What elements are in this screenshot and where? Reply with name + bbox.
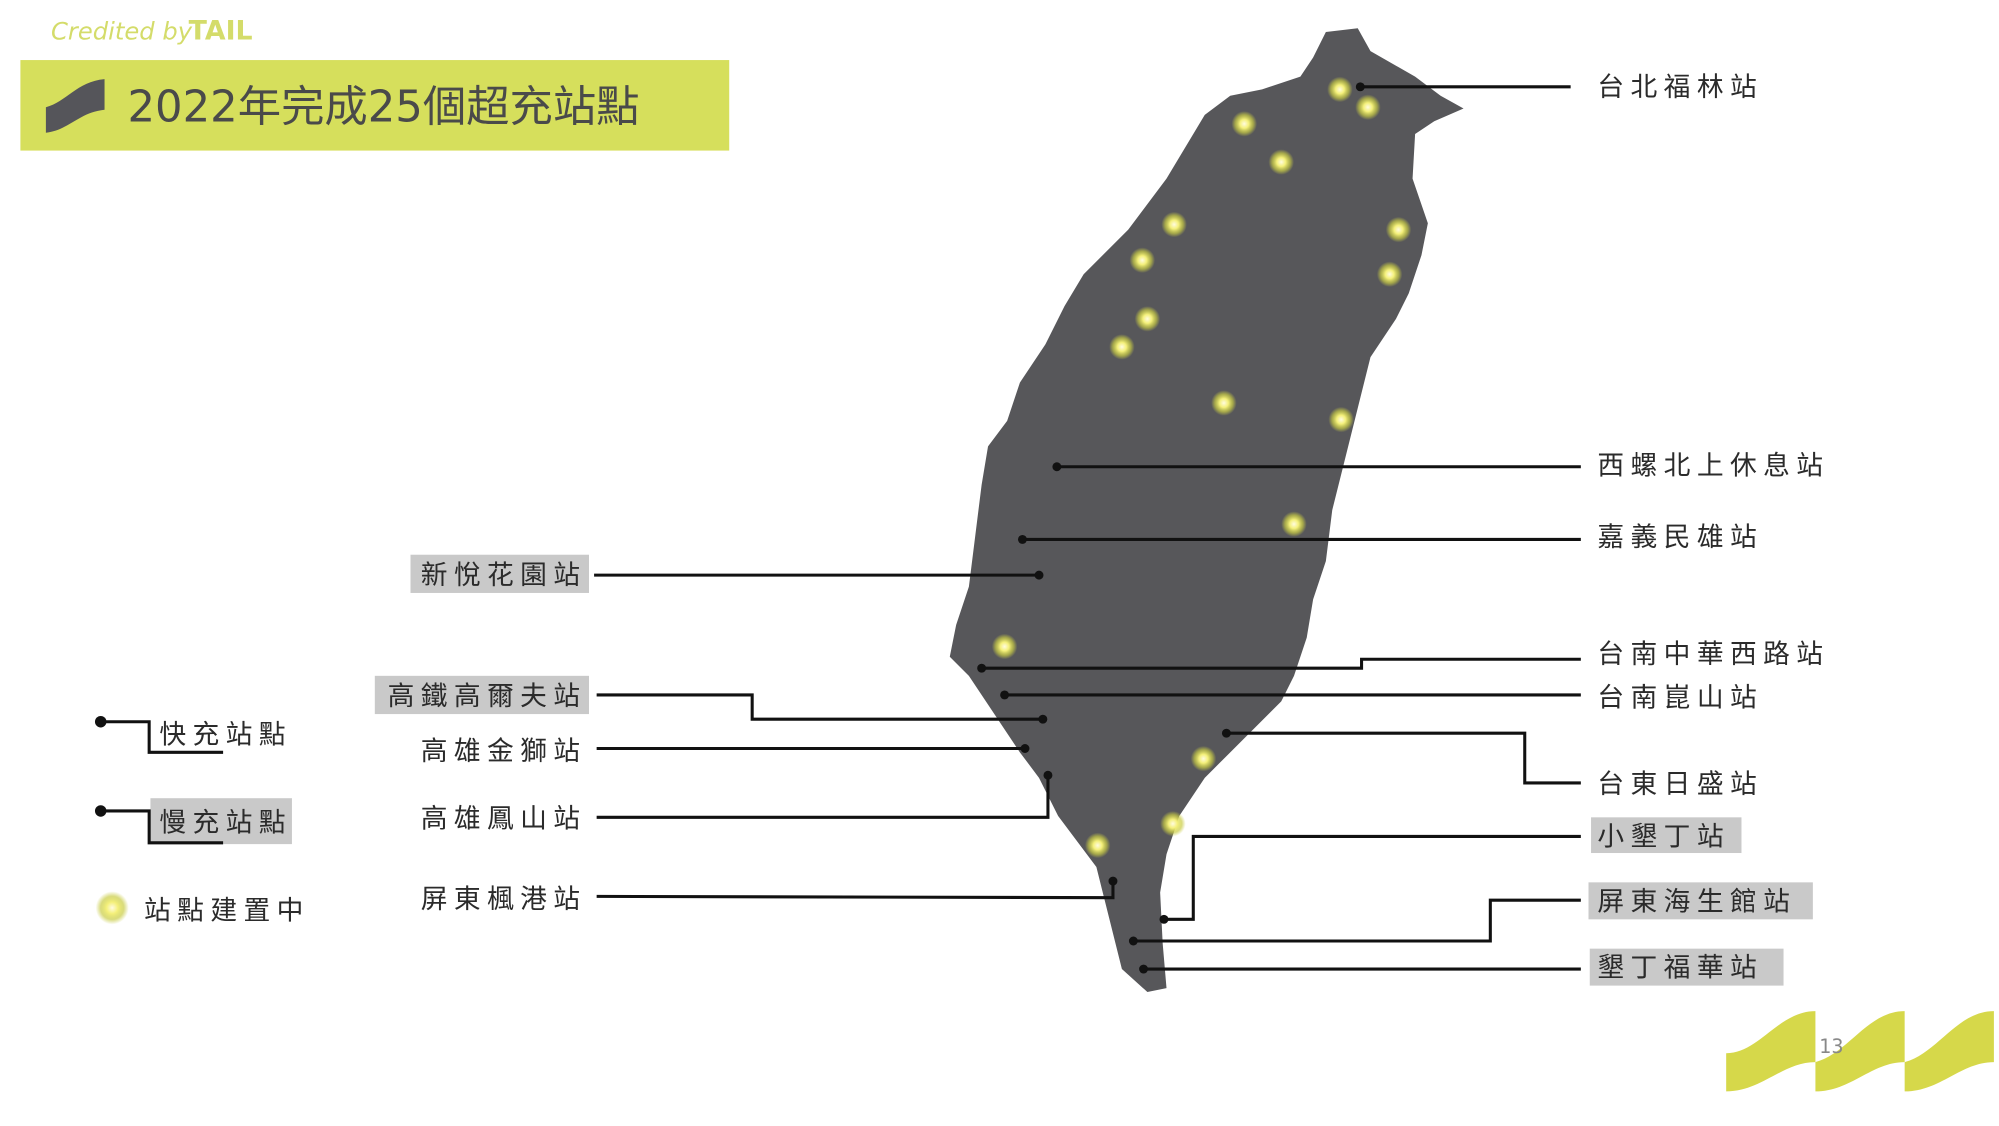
credit-text: Credited by: [51, 18, 193, 46]
construction-marker: [1129, 247, 1156, 273]
station-pingtung-fenggang: 屏東楓港站: [421, 876, 1118, 915]
station-pingtung-aquarium: 屏東海生館站: [1128, 882, 1813, 946]
station-label: 台南崑山站: [1597, 682, 1763, 713]
legend-fast-label: 快充站點: [159, 719, 292, 750]
page-title: 2022年完成25個超充站點: [127, 82, 639, 132]
legend-slow-charge: 慢充站點: [94, 798, 292, 845]
station-label: 高雄鳳山站: [421, 804, 587, 835]
title-banner: [20, 60, 730, 151]
station-xiao-kenting: 小墾丁站: [1159, 817, 1742, 924]
station-kenting-howard: 墾丁福華站: [1139, 948, 1784, 986]
station-label: 小墾丁站: [1597, 821, 1730, 852]
page-number: 13: [1819, 1035, 1843, 1058]
station-hsr-golf: 高鐵高爾夫站: [374, 675, 1048, 724]
construction-marker: [1211, 390, 1237, 416]
legend: 快充站點 慢充站點 站點建置中: [94, 715, 310, 926]
station-label: 嘉義民雄站: [1597, 522, 1763, 553]
tail-logo: TAIL: [189, 16, 253, 47]
wave-icon: [45, 79, 105, 133]
construction-marker: [1328, 406, 1354, 433]
station-label: 台南中華西路站: [1597, 639, 1829, 670]
station-label: 高鐵高爾夫站: [388, 681, 587, 712]
construction-markers: [991, 76, 1412, 859]
construction-marker: [1160, 810, 1186, 837]
construction-marker: [1268, 149, 1294, 175]
construction-marker: [1281, 511, 1307, 537]
station-tainan-zhonghua: 台南中華西路站: [977, 639, 1829, 673]
legend-building-label: 站點建置中: [144, 895, 310, 926]
station-taitung-risheng: 台東日盛站: [1221, 728, 1763, 800]
glow-icon: [95, 891, 129, 925]
station-label: 屏東楓港站: [421, 884, 587, 915]
station-tainan-kunshan: 台南崑山站: [1000, 682, 1763, 713]
construction-marker: [1161, 211, 1187, 238]
station-kaohsiung-fengshan: 高雄鳳山站: [421, 770, 1053, 835]
station-taipei-fulin: 台北福林站: [1355, 72, 1763, 103]
footer-wave-decoration: [1726, 1011, 1994, 1092]
construction-marker: [1109, 334, 1135, 360]
station-kaohsiung-jinshi: 高雄金獅站: [421, 736, 1030, 767]
station-label: 台東日盛站: [1597, 769, 1763, 800]
construction-marker: [1355, 94, 1381, 120]
station-label: 台北福林站: [1597, 72, 1763, 103]
construction-marker: [1231, 111, 1258, 137]
construction-marker: [1134, 306, 1161, 332]
station-chiayi-minxiong: 嘉義民雄站: [1017, 522, 1763, 553]
construction-marker: [1385, 216, 1412, 243]
station-label: 西螺北上休息站: [1597, 450, 1829, 481]
station-label: 墾丁福華站: [1597, 953, 1763, 984]
station-label: 新悅花園站: [421, 560, 587, 591]
construction-marker: [991, 633, 1018, 660]
legend-slow-label: 慢充站點: [159, 807, 292, 838]
station-xiluo: 西螺北上休息站: [1052, 450, 1829, 481]
construction-marker: [1376, 261, 1403, 287]
station-label: 屏東海生館站: [1597, 886, 1796, 917]
construction-marker: [1190, 745, 1217, 772]
taiwan-map: [949, 28, 1464, 992]
construction-marker: [1327, 76, 1353, 103]
legend-fast-charge: 快充站點: [94, 715, 292, 754]
legend-building: 站點建置中: [95, 891, 310, 926]
station-label: 高雄金獅站: [421, 736, 587, 767]
station-xinyue-garden: 新悅花園站: [410, 554, 1044, 593]
construction-marker: [1084, 832, 1111, 859]
